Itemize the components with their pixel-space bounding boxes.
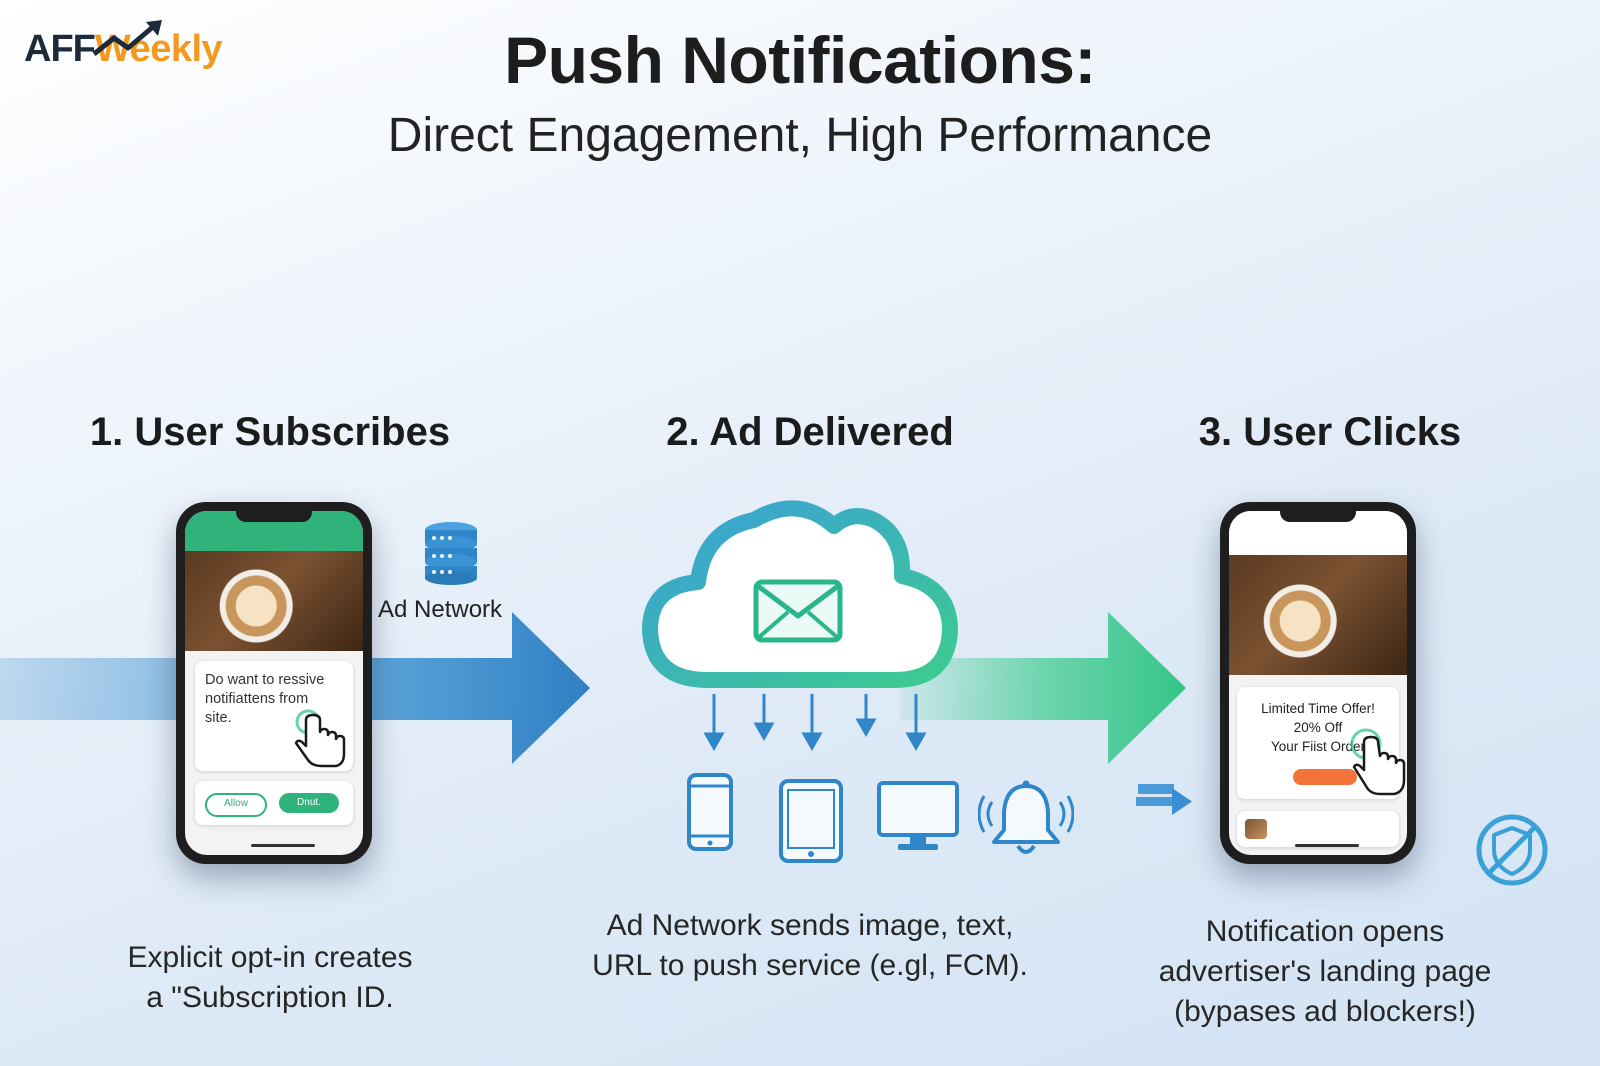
- hand-pointer-icon: [1350, 728, 1406, 796]
- step1-heading: 1. User Subscribes: [89, 410, 451, 454]
- page-title: Push Notifications:: [504, 23, 1096, 97]
- description-line: Explicit opt-in creates: [127, 941, 413, 974]
- offer-line: Your Fiist Order: [1270, 739, 1366, 754]
- page-subtitle: Direct Engagement, High Performance: [387, 109, 1213, 162]
- allow-button[interactable]: Allow: [205, 793, 267, 817]
- smartphone-icon: [687, 773, 733, 851]
- monitor-icon: [877, 781, 959, 850]
- subscribe-prompt-card: Do want to ressive notifiattens from sit…: [195, 661, 353, 771]
- shop-now-button[interactable]: [1293, 769, 1357, 785]
- offer-text: Limited Time Offer! 20% Off Your Fiist O…: [1237, 699, 1399, 756]
- description-line: advertiser's landing page: [1158, 955, 1492, 988]
- logo-weekly-text: Weekly: [94, 28, 223, 70]
- step3-description: Notification opens advertiser's landing …: [1110, 912, 1540, 1032]
- logo-aff-text: AFF: [24, 28, 96, 70]
- description-line: (bypases ad blockers!): [1174, 995, 1476, 1028]
- subscribe-phone-screen: Do want to ressive notifiattens from sit…: [185, 511, 363, 855]
- deny-button[interactable]: Dnut.: [279, 793, 339, 813]
- step1-description: Explicit opt-in creates a "Subscription …: [70, 938, 470, 1018]
- green-flow-arrow: [900, 612, 1186, 764]
- description-line: Ad Network sends image, text,: [606, 909, 1014, 942]
- ad-network-label: Ad Network: [378, 596, 503, 623]
- description-line: URL to push service (e.gl, FCM).: [592, 949, 1028, 982]
- notification-thumb: [1245, 819, 1267, 839]
- click-phone-screen: Limited Time Offer! 20% Off Your Fiist O…: [1229, 511, 1407, 855]
- delivery-arrows: [703, 694, 927, 752]
- tablet-icon: [779, 779, 843, 863]
- description-line: a "Subscription ID.: [146, 981, 394, 1014]
- step2-heading: 2. Ad Delivered: [666, 410, 954, 454]
- description-line: Notification opens: [1205, 915, 1445, 948]
- prompt-line: Do want to ressive: [205, 672, 325, 688]
- logo: AFF Weekly: [24, 20, 223, 71]
- offer-line: 20% Off: [1293, 720, 1343, 735]
- no-shield-icon: [1476, 814, 1548, 886]
- secondary-notification: [1237, 811, 1399, 847]
- step2-description: Ad Network sends image, text, URL to pus…: [560, 906, 1060, 986]
- database-icon: [425, 522, 477, 585]
- hand-pointer-icon: [294, 709, 346, 768]
- offer-line: Limited Time Offer!: [1261, 701, 1375, 716]
- coffee-image: [1229, 555, 1407, 675]
- subscribe-phone: Do want to ressive notifiattens from sit…: [176, 502, 372, 864]
- step3-heading: 3. User Clicks: [1198, 410, 1462, 454]
- bell-icon: [978, 780, 1074, 854]
- cloud-icon: [642, 500, 958, 688]
- click-phone: Limited Time Offer! 20% Off Your Fiist O…: [1220, 502, 1416, 864]
- subscribe-prompt: Do want to ressive notifiattens from sit…: [205, 671, 324, 728]
- subscribe-actions: Allow Dnut.: [195, 781, 353, 825]
- envelope-icon: [753, 579, 843, 643]
- small-arrow-icon: [1136, 788, 1192, 815]
- trend-arrow-icon: [92, 20, 162, 56]
- small-blue-arrow: [1138, 784, 1174, 794]
- prompt-line: site.: [205, 710, 232, 726]
- prompt-line: notifiattens from: [205, 691, 309, 707]
- coffee-image: [185, 551, 363, 651]
